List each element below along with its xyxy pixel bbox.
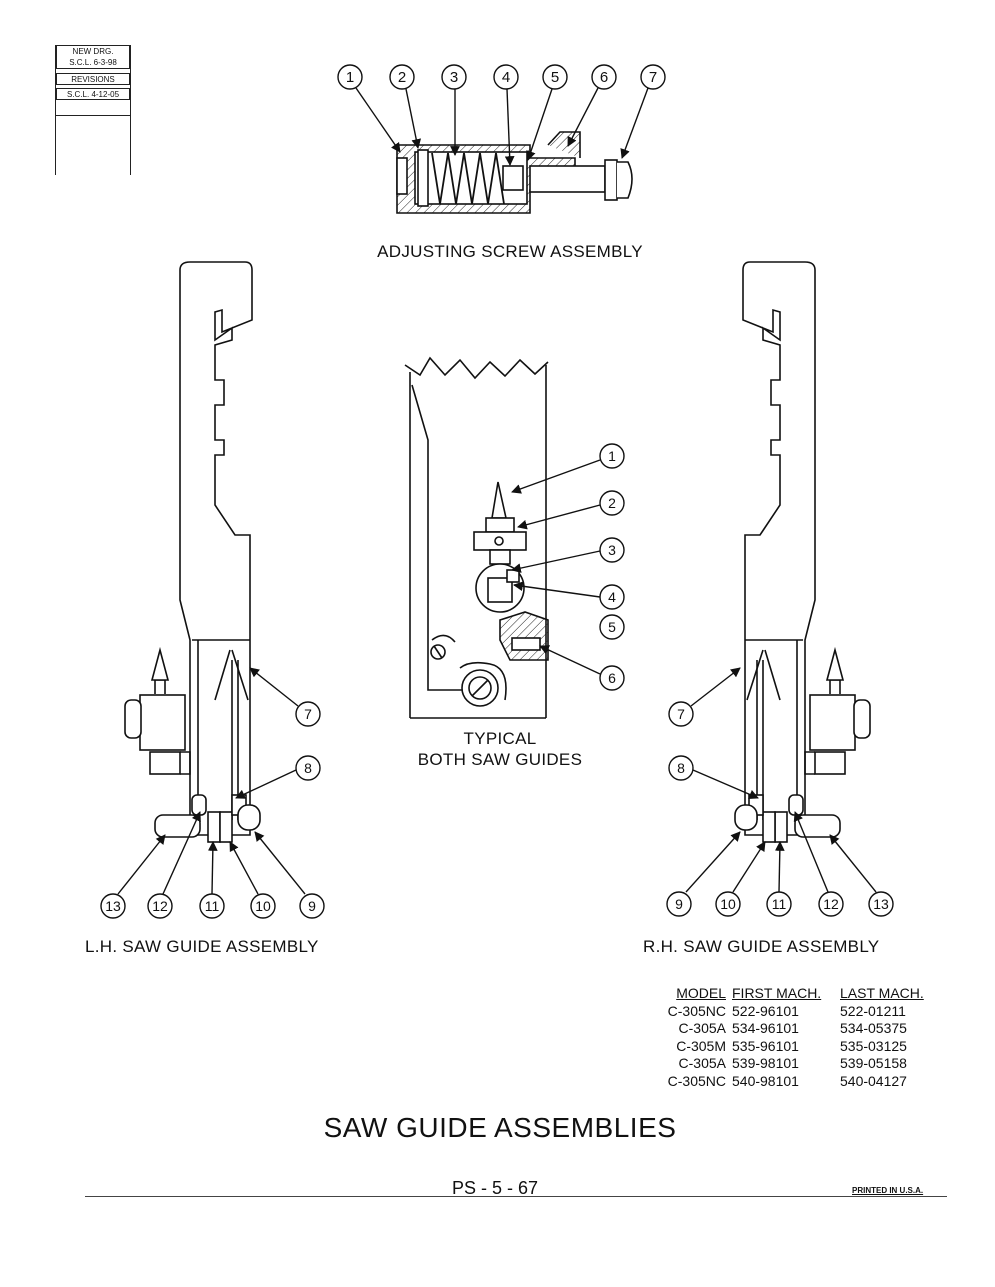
typ-callout-1: 1 — [608, 448, 616, 464]
rh-callout-7: 7 — [677, 706, 685, 722]
header-model: MODEL — [676, 985, 726, 1001]
last-mach-cell: 534-05375 — [840, 1020, 907, 1036]
first-mach-cell: 534-96101 — [732, 1020, 799, 1036]
typ-callout-2: 2 — [608, 495, 616, 511]
lh-callout-10: 10 — [255, 898, 271, 914]
first-mach-cell: 535-96101 — [732, 1037, 799, 1054]
table-row: C-305NC 522-96101 522-01211 — [648, 1003, 940, 1021]
first-mach-cell: 522-96101 — [732, 1002, 799, 1019]
model-cell: C-305NC — [667, 1002, 726, 1019]
adjusting-screw-callout-labels: 1 2 3 4 5 6 7 — [346, 69, 657, 86]
table-row: C-305A 539-98101 539-05158 — [648, 1055, 940, 1073]
typ-callout-5: 5 — [608, 619, 616, 635]
adj-callout-7: 7 — [649, 69, 657, 86]
page-title: SAW GUIDE ASSEMBLIES — [323, 1112, 677, 1143]
model-table-header: MODEL FIRST MACH. LAST MACH. — [648, 985, 940, 1003]
table-row: C-305A 534-96101 534-05375 — [648, 1020, 940, 1038]
adj-callout-3: 3 — [450, 69, 458, 86]
lh-callout-12: 12 — [152, 898, 168, 914]
lh-callout-labels: 7 8 13 12 11 10 9 — [105, 706, 316, 914]
revision-block: NEW DRG. S.C.L. 6-3-98 REVISIONS S.C.L. … — [55, 45, 131, 175]
rh-callout-11: 11 — [772, 896, 787, 912]
first-mach-cell: 539-98101 — [732, 1055, 799, 1071]
typical-callouts — [511, 443, 625, 691]
adjusting-screw-assembly — [396, 131, 633, 214]
header-first-mach: FIRST MACH. — [732, 985, 822, 1001]
new-drawing-cell: NEW DRG. S.C.L. 6-3-98 — [56, 45, 130, 69]
model-cell: C-305A — [678, 1055, 726, 1071]
new-drawing-value: S.C.L. 6-3-98 — [69, 58, 117, 67]
rh-callout-8: 8 — [677, 760, 685, 776]
new-drawing-label: NEW DRG. — [72, 47, 114, 56]
header-last-mach: LAST MACH. — [840, 985, 924, 1001]
typ-callout-6: 6 — [608, 670, 616, 686]
first-mach-cell: 540-98101 — [732, 1072, 799, 1089]
model-cell: C-305M — [676, 1037, 726, 1054]
rh-caption: R.H. SAW GUIDE ASSEMBLY — [643, 937, 880, 956]
lh-callout-7: 7 — [304, 706, 312, 722]
typ-callout-3: 3 — [608, 542, 616, 558]
typical-caption-line2: BOTH SAW GUIDES — [417, 750, 583, 769]
lh-callout-11: 11 — [205, 898, 220, 914]
adj-callout-2: 2 — [398, 69, 406, 86]
adj-callout-4: 4 — [502, 69, 510, 86]
rh-callouts — [666, 667, 894, 917]
lh-saw-guide-body — [124, 261, 261, 843]
rh-callout-9: 9 — [675, 896, 683, 912]
adj-callout-6: 6 — [600, 69, 608, 86]
rh-saw-guide-body — [734, 261, 871, 843]
table-row: C-305NC 540-98101 540-04127 — [648, 1073, 940, 1091]
rh-callout-10: 10 — [720, 896, 736, 912]
rh-callout-labels: 7 8 9 10 11 12 13 — [675, 706, 889, 912]
page-number: PS - 5 - 67 — [452, 1178, 539, 1198]
typical-callout-labels: 1 2 3 4 5 6 — [608, 448, 616, 686]
adjusting-screw-caption: ADJUSTING SCREW ASSEMBLY — [377, 242, 643, 261]
model-cell: C-305A — [678, 1020, 726, 1036]
revision-divider — [56, 115, 130, 116]
rh-callout-13: 13 — [873, 896, 889, 912]
table-row: C-305M 535-96101 535-03125 — [648, 1038, 940, 1056]
footer-rule — [85, 1196, 947, 1197]
typ-callout-4: 4 — [608, 589, 616, 605]
lh-caption: L.H. SAW GUIDE ASSEMBLY — [85, 937, 319, 956]
rh-callout-12: 12 — [823, 896, 839, 912]
lh-callout-13: 13 — [105, 898, 121, 914]
adjusting-screw-callouts — [337, 64, 666, 166]
typical-caption-line1: TYPICAL — [463, 729, 537, 748]
model-cell: C-305NC — [667, 1072, 726, 1089]
printed-in-usa: PRINTED IN U.S.A. — [852, 1186, 924, 1195]
lh-callout-8: 8 — [304, 760, 312, 776]
typical-saw-guide-detail — [404, 356, 549, 719]
revisions-label: REVISIONS — [56, 73, 130, 85]
adj-callout-1: 1 — [346, 69, 354, 86]
last-mach-cell: 535-03125 — [840, 1037, 907, 1054]
last-mach-cell: 522-01211 — [840, 1002, 906, 1019]
revisions-value: S.C.L. 4-12-05 — [56, 88, 130, 100]
lh-callouts — [100, 667, 325, 919]
last-mach-cell: 540-04127 — [840, 1072, 907, 1089]
model-table: MODEL FIRST MACH. LAST MACH. C-305NC 522… — [648, 985, 940, 1090]
lh-callout-9: 9 — [308, 898, 316, 914]
last-mach-cell: 539-05158 — [840, 1055, 907, 1071]
adj-callout-5: 5 — [551, 69, 559, 86]
